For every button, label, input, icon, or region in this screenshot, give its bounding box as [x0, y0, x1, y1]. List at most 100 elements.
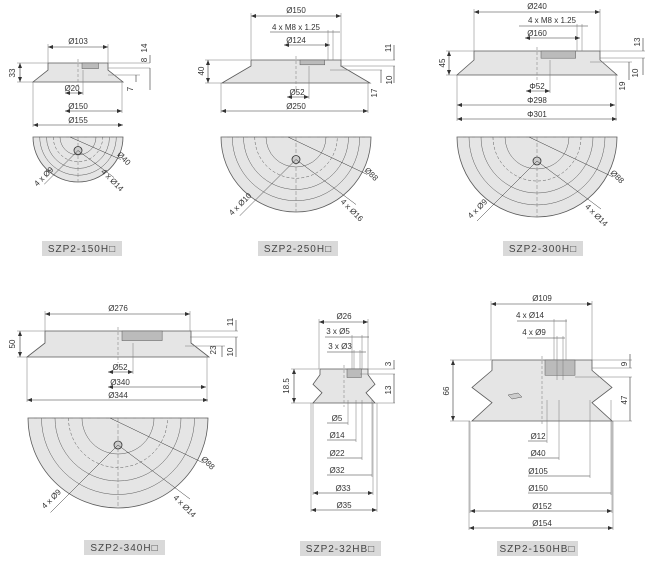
dimension-label: Ø14 [329, 431, 345, 440]
dimension-label: 10 [226, 347, 235, 356]
dimension-label: Φ301 [527, 110, 547, 119]
leader-line [109, 417, 204, 464]
leader-line [50, 444, 119, 513]
leader-line [476, 160, 538, 222]
dimension-label: 4 x M8 x 1.25 [272, 23, 321, 32]
model-label: SZP2-150HB□ [500, 544, 576, 555]
leader-line [239, 159, 297, 216]
dimension-label: 47 [620, 395, 629, 404]
dimension-label: Ø88 [609, 168, 626, 185]
dimension-label: 11 [384, 43, 393, 52]
leader-line [295, 159, 357, 205]
model-label-box [42, 241, 122, 256]
model-label-box [258, 241, 338, 256]
dimension-label: Ø12 [530, 432, 546, 441]
dimension-label: 14 [140, 43, 149, 52]
dimension-label: 4 x Ø9 [466, 197, 489, 220]
dimension-label: 7 [126, 86, 135, 91]
dimension-label: 4 x Ø9 [522, 328, 546, 337]
model-label-box [300, 541, 381, 556]
dimension-label: 10 [631, 68, 640, 77]
dimension-label: Ø88 [199, 455, 216, 472]
dimension-label: Ø52 [112, 363, 128, 372]
dimension-label: 19 [618, 81, 627, 90]
dimension-label: 4 x Ø14 [99, 167, 126, 194]
dimension-label: Ø32 [329, 466, 345, 475]
dimension-label: 4 x M8 x 1.25 [528, 16, 577, 25]
dimension-label: Ø22 [329, 449, 345, 458]
dimension-label: 18.5 [282, 378, 291, 394]
dimension-label: Ø109 [532, 294, 552, 303]
dimension-label: 8 [140, 57, 149, 62]
leader-line [117, 444, 191, 500]
bottom-view-ring [254, 136, 338, 179]
dimension-label: Ø103 [68, 37, 88, 46]
section-detail [121, 330, 163, 341]
dimension-label: 4 x Ø14 [583, 202, 610, 229]
dimension-label: Ø150 [68, 102, 88, 111]
bottom-view-ring [81, 417, 155, 455]
model-label-box [84, 540, 165, 555]
model-label-box [497, 541, 578, 556]
section-detail [544, 359, 576, 376]
section-detail [299, 59, 325, 66]
dimension-label: Ø250 [286, 102, 306, 111]
dimension-label: 13 [384, 385, 393, 394]
dimension-label: Ø105 [528, 467, 548, 476]
dimension-label: 4 x Ø10 [227, 191, 254, 218]
dimension-label: 17 [370, 88, 379, 97]
dimension-label: Ø40 [530, 449, 546, 458]
bottom-view-ring [265, 136, 327, 168]
leader-line [69, 136, 121, 160]
dimension-label: Ø52 [289, 88, 305, 97]
bottom-view-disc [32, 136, 124, 183]
section-detail [81, 62, 99, 69]
model-label: SZP2-300H□ [509, 244, 577, 255]
dimension-label: 4 x Ø16 [339, 197, 366, 224]
model-label: SZP2-32HB□ [306, 544, 375, 555]
dimension-label: 13 [633, 37, 642, 46]
dimension-label: Ø150 [528, 484, 548, 493]
dimension-label: 3 x Ø5 [326, 327, 350, 336]
model-label: SZP2-150H□ [48, 244, 116, 255]
dimension-label: Ø124 [286, 36, 306, 45]
leader-line [536, 160, 602, 210]
bottom-view-ring [53, 136, 103, 162]
dimension-label: 23 [209, 345, 218, 354]
dimension-label: Ø160 [527, 29, 547, 38]
dimension-label: 10 [385, 75, 394, 84]
section-detail [540, 50, 576, 59]
dimension-label: Ø240 [527, 2, 547, 11]
model-label-box [503, 241, 583, 256]
dimension-label: Ø33 [335, 484, 351, 493]
dimension-label: Ø344 [108, 391, 128, 400]
dimension-label: 4 x Ø9 [40, 487, 63, 510]
model-label: SZP2-250H□ [264, 244, 332, 255]
dimension-label: Ø40 [115, 150, 132, 167]
dimension-label: 33 [8, 68, 17, 77]
leader-line [44, 150, 79, 185]
dimension-label: Ø154 [532, 519, 552, 528]
bottom-view-ring [243, 136, 349, 190]
dimension-label: Ø276 [108, 304, 128, 313]
dimension-label: Ø88 [363, 166, 380, 183]
dimension-label: Ø35 [336, 501, 352, 510]
dimension-label: Ø150 [286, 6, 306, 15]
dimension-label: 11 [226, 317, 235, 326]
dimension-label: Φ298 [527, 96, 547, 105]
leader-line [287, 136, 368, 175]
dimension-label: Ø20 [64, 84, 80, 93]
dimension-label: 40 [197, 66, 206, 75]
dimension-label: Ø155 [68, 116, 88, 125]
dimension-label: 4 x Ø14 [171, 493, 198, 520]
dimension-label: 9 [620, 361, 629, 366]
section-detail [346, 368, 362, 378]
